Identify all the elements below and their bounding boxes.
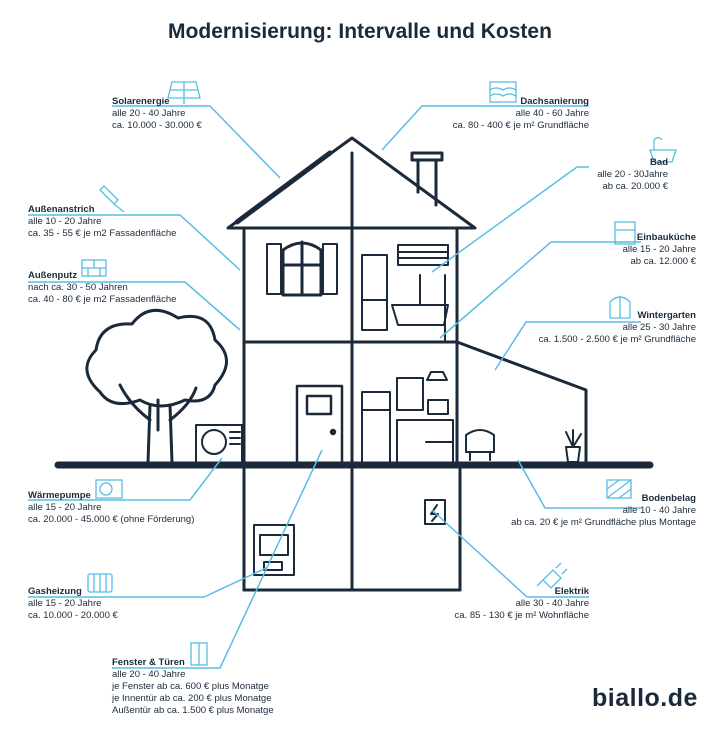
label-aussenanstrich: Außenanstrich alle 10 - 20 Jahre ca. 35 … — [28, 204, 176, 240]
solar-panel — [234, 150, 333, 225]
label-solarenergie: Solarenergie alle 20 - 40 Jahre ca. 10.0… — [112, 96, 202, 132]
label-title: Elektrik — [554, 586, 589, 597]
bathtub-icon — [649, 136, 677, 163]
roof-tiles-icon — [489, 81, 517, 103]
parquet-floor-icon — [606, 479, 632, 499]
label-bad: Bad alle 20 - 30Jahre ab ca. 20.000 € — [597, 157, 668, 193]
label-line: Außentür ab ca. 1.500 € plus Monatge — [112, 705, 274, 716]
solar-panel-icon — [167, 81, 201, 104]
label-dachsanierung: Dachsanierung alle 40 - 60 Jahre ca. 80 … — [453, 96, 589, 132]
label-line: ca. 1.500 - 2.500 € je m² Grundfläche — [538, 334, 696, 345]
page-title: Modernisierung: Intervalle und Kosten — [168, 20, 552, 43]
brand-logo: biallo.de — [592, 684, 698, 712]
label-line: nach ca. 30 - 50 Jahren — [28, 282, 128, 293]
label-line: ca. 10.000 - 30.000 € — [112, 120, 202, 131]
label-fenster-tueren: Fenster & Türen alle 20 - 40 Jahre je Fe… — [112, 657, 274, 717]
tree — [85, 308, 228, 464]
plant — [565, 429, 582, 463]
label-line: ab ca. 20 € je m² Grundfläche plus Monta… — [511, 517, 696, 528]
door-window-icon — [190, 642, 208, 666]
upper-window — [266, 240, 338, 297]
label-line: alle 20 - 40 Jahre — [112, 108, 186, 119]
bricks-icon — [81, 259, 107, 277]
front-door — [295, 384, 344, 467]
label-title: Gasheizung — [28, 586, 82, 597]
label-line: alle 20 - 30Jahre — [597, 169, 668, 180]
label-aussenputz: Außenputz nach ca. 30 - 50 Jahren ca. 40… — [28, 270, 176, 306]
paintbrush-icon — [99, 185, 125, 213]
window-arch-icon — [609, 296, 631, 319]
fuse-box — [424, 499, 446, 525]
label-line: ca. 85 - 130 € je m² Wohnfläche — [454, 610, 589, 621]
label-line: alle 15 - 20 Jahre — [28, 502, 102, 513]
gas-heater-unit — [253, 524, 295, 576]
label-title: Einbauküche — [636, 232, 696, 243]
label-line: alle 10 - 20 Jahre — [28, 216, 102, 227]
label-title: Wintergarten — [637, 310, 696, 321]
plug-icon — [536, 562, 568, 589]
label-line: alle 15 - 20 Jahre — [28, 598, 102, 609]
label-line: ab ca. 12.000 € — [630, 256, 697, 267]
label-title: Außenanstrich — [28, 204, 95, 215]
label-waermepumpe: Wärmepumpe alle 15 - 20 Jahre ca. 20.000… — [28, 490, 194, 526]
label-line: alle 25 - 30 Jahre — [622, 322, 696, 333]
label-line: alle 15 - 20 Jahre — [622, 244, 696, 255]
armchair — [465, 429, 495, 461]
label-line: ca. 10.000 - 20.000 € — [28, 610, 118, 621]
label-line: ca. 80 - 400 € je m² Grundfläche — [452, 120, 589, 131]
label-line: alle 30 - 40 Jahre — [515, 598, 589, 609]
kitchen-icon — [614, 221, 636, 245]
label-line: ca. 35 - 55 € je m2 Fassadenfläche — [28, 228, 177, 239]
bathroom — [361, 244, 449, 341]
label-line: ca. 20.000 - 45.000 € (ohne Förderung) — [28, 514, 195, 525]
label-title: Wärmepumpe — [28, 490, 91, 501]
radiator-icon — [87, 573, 113, 593]
label-title: Außenputz — [28, 270, 78, 281]
label-einbaukueche: Einbauküche alle 15 - 20 Jahre ab ca. 12… — [623, 232, 696, 268]
leader-lines — [28, 105, 641, 669]
winter-garden — [455, 340, 588, 467]
label-title: Fenster & Türen — [112, 657, 185, 668]
label-title: Bodenbelag — [641, 493, 696, 504]
label-line: ab ca. 20.000 € — [602, 181, 669, 192]
label-line: je Innentür ab ca. 200 € plus Monatge — [112, 693, 272, 704]
label-title: Solarenergie — [112, 96, 170, 107]
label-bodenbelag: Bodenbelag alle 10 - 40 Jahre ab ca. 20 … — [511, 493, 696, 529]
label-title: Dachsanierung — [520, 96, 589, 107]
heat-pump-unit — [195, 424, 243, 466]
label-line: alle 40 - 60 Jahre — [515, 108, 589, 119]
heat-pump-icon — [95, 479, 123, 499]
label-elektrik: Elektrik alle 30 - 40 Jahre ca. 85 - 130… — [455, 586, 589, 622]
label-line: alle 20 - 40 Jahre — [112, 669, 186, 680]
label-line: ca. 40 - 80 € je m2 Fassadenfläche — [28, 294, 177, 305]
label-line: je Fenster ab ca. 600 € plus Monatge — [112, 681, 269, 692]
label-title: Bad — [650, 157, 668, 168]
kitchen — [361, 371, 454, 466]
label-gasheizung: Gasheizung alle 15 - 20 Jahre ca. 10.000… — [28, 586, 118, 622]
label-wintergarten: Wintergarten alle 25 - 30 Jahre ca. 1.50… — [539, 310, 696, 346]
label-line: alle 10 - 40 Jahre — [622, 505, 696, 516]
